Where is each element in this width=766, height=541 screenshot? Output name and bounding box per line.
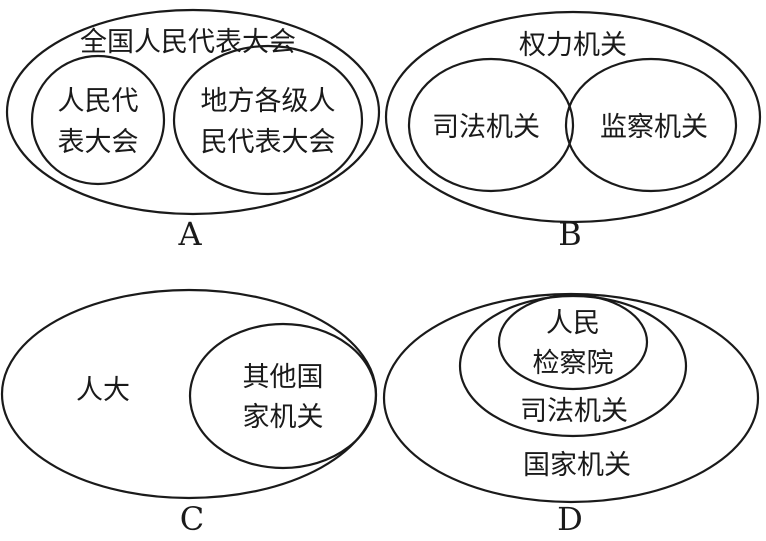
panel-d-inner-ellipse (497, 293, 649, 391)
panel-c-caption: C (180, 500, 204, 538)
panel-b-left-label: 司法机关 (432, 112, 540, 143)
panel-d-caption: D (557, 500, 583, 538)
panel-c-inner-label-line2: 家机关 (243, 402, 324, 433)
panel-c: 人大 其他国 家机关 C (0, 288, 378, 538)
panel-b-caption: B (558, 215, 582, 253)
panel-b-right-ellipse (564, 57, 738, 193)
panel-a-outer-label: 全国人民代表大会 (80, 27, 296, 58)
panel-a: 全国人民代表大会 人民代 表大会 地方各级人 民代表大会 A (5, 8, 381, 253)
panel-d-middle-label: 司法机关 (520, 396, 628, 427)
panel-a-outer-ellipse (5, 8, 381, 216)
panel-c-outer-label: 人大 (76, 375, 130, 406)
panel-a-right-label-line2: 民代表大会 (201, 127, 336, 158)
panel-b-right-label: 监察机关 (600, 112, 708, 143)
panel-c-inner-ellipse (188, 322, 378, 470)
panel-a-caption: A (177, 215, 202, 253)
panel-a-left-circle (30, 54, 166, 186)
panel-a-right-label-line1: 地方各级人 (201, 86, 336, 117)
panel-d-inner-label-line2: 检察院 (533, 348, 614, 379)
panel-b-outer-label: 权力机关 (519, 30, 627, 61)
panel-b: 权力机关 司法机关 监察机关 B (384, 10, 762, 253)
panel-d-inner-label-line1: 人民 (546, 308, 600, 339)
panel-d-outer-label: 国家机关 (523, 450, 631, 481)
panel-b-left-ellipse (407, 57, 575, 193)
panel-a-right-ellipse (172, 44, 364, 196)
panel-d: 人民 检察院 司法机关 国家机关 D (382, 292, 760, 538)
panel-c-inner-label-line1: 其他国 (243, 362, 324, 393)
panel-a-left-label-line1: 人民代 (58, 86, 139, 117)
panel-a-left-label-line2: 表大会 (58, 127, 139, 158)
panel-b-outer-ellipse (384, 10, 762, 224)
